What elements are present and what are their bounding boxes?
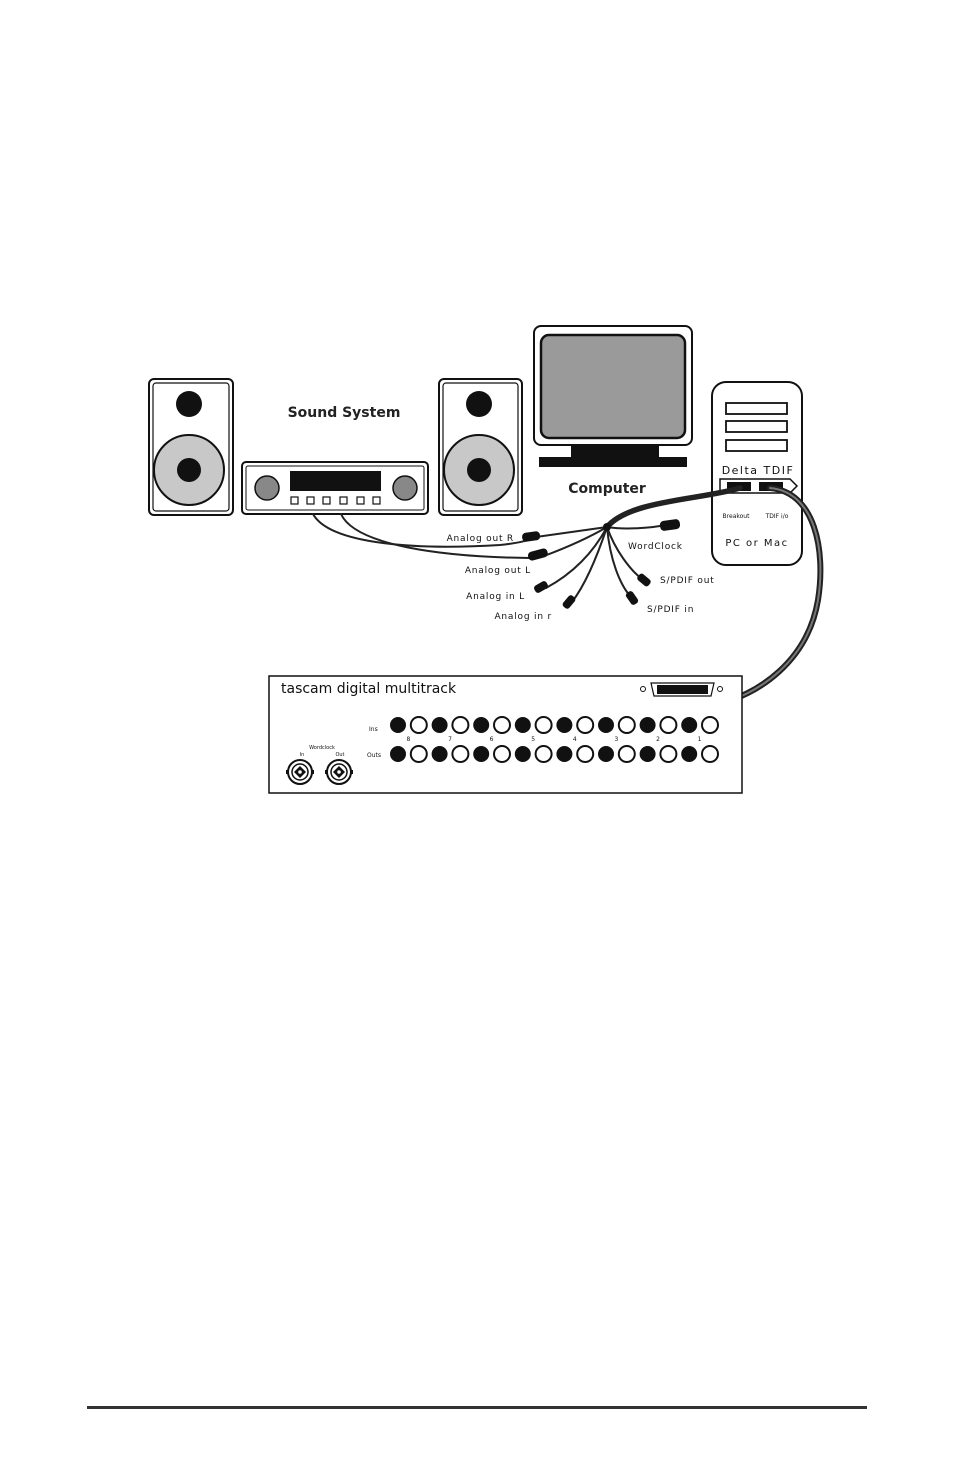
left-speaker — [149, 379, 233, 515]
ins-jack[interactable] — [516, 718, 530, 732]
ins-jack[interactable] — [702, 717, 718, 733]
breakout-hub — [603, 523, 611, 531]
tascam-wordclock-label: Wordclock — [309, 745, 335, 751]
spdif-out-label: S/PDIF out — [660, 576, 715, 586]
outs-jack[interactable] — [474, 747, 488, 761]
outs-jack[interactable] — [433, 747, 447, 761]
analog-in-l-plug — [533, 580, 549, 594]
channel-number: 2 — [656, 736, 660, 743]
outs-jack[interactable] — [536, 746, 552, 762]
ins-jack[interactable] — [433, 718, 447, 732]
channel-number: 1 — [698, 736, 702, 743]
ins-jack[interactable] — [619, 717, 635, 733]
outs-jack[interactable] — [641, 747, 655, 761]
wc-out-label: Out — [335, 752, 344, 758]
analog-in-r-plug — [561, 594, 576, 610]
receiver-left-knob — [255, 476, 279, 500]
channel-number: 6 — [490, 736, 494, 743]
outs-jack[interactable] — [452, 746, 468, 762]
breakout-label: Breakout — [723, 513, 751, 520]
wordclock-out-bnc — [325, 760, 353, 784]
connectors — [522, 519, 681, 610]
outs-jack[interactable] — [682, 747, 696, 761]
ins-label: Ins — [369, 726, 378, 733]
analog-out-r-label: Analog out R — [447, 534, 514, 544]
outs-label: Outs — [367, 752, 381, 759]
outs-jack[interactable] — [577, 746, 593, 762]
ins-jack[interactable] — [536, 717, 552, 733]
left-speaker-tweeter — [176, 391, 202, 417]
pc-or-mac-label: PC or Mac — [725, 538, 788, 549]
tdif-io-label: TDIF i/o — [765, 513, 789, 520]
outs-jack[interactable] — [494, 746, 510, 762]
ins-jack[interactable] — [452, 717, 468, 733]
outs-jack[interactable] — [391, 747, 405, 761]
tascam-multitrack: tascam digital multitrack Ins Outs 8 7 6 5 4… — [269, 676, 742, 793]
ins-jack[interactable] — [682, 718, 696, 732]
spdif-in-label: S/PDIF in — [647, 605, 694, 615]
outs-jack[interactable] — [619, 746, 635, 762]
spdif-out-plug — [636, 572, 652, 587]
computer-monitor — [534, 326, 692, 467]
ins-jack[interactable] — [641, 718, 655, 732]
ins-jack[interactable] — [577, 717, 593, 733]
ins-jack[interactable] — [660, 717, 676, 733]
ins-jack[interactable] — [391, 718, 405, 732]
wordclock-in-bnc — [286, 760, 314, 784]
ins-jack[interactable] — [494, 717, 510, 733]
sound-system-receiver — [242, 462, 428, 514]
monitor-screen — [541, 335, 685, 438]
outs-jack[interactable] — [411, 746, 427, 762]
outs-jack[interactable] — [660, 746, 676, 762]
right-speaker — [439, 379, 522, 515]
channel-number: 3 — [614, 736, 618, 743]
analog-in-r-label: Analog in r — [494, 612, 552, 622]
channel-number: 5 — [531, 736, 535, 743]
drive-bay-1 — [726, 403, 787, 414]
wc-in-label: In — [300, 752, 305, 758]
delta-tdif-label: Delta TDIF — [722, 464, 795, 477]
ins-jack[interactable] — [557, 718, 571, 732]
ins-jack[interactable] — [411, 717, 427, 733]
drive-bay-2 — [726, 421, 787, 432]
sound-system-label: Sound System — [288, 405, 401, 421]
analog-out-l-label: Analog out L — [465, 566, 531, 576]
outs-jack[interactable] — [599, 747, 613, 761]
ins-jack[interactable] — [474, 718, 488, 732]
tascam-title: tascam digital multitrack — [281, 681, 457, 697]
analog-in-l-label: Analog in L — [466, 592, 525, 602]
analog-out-r-plug — [522, 531, 541, 542]
drive-bay-3 — [726, 440, 787, 451]
receiver-display — [290, 471, 381, 491]
right-speaker-tweeter — [466, 391, 492, 417]
footer-rule — [87, 1406, 867, 1409]
outs-jack[interactable] — [702, 746, 718, 762]
channel-number: 8 — [406, 736, 410, 743]
analog-out-l-plug — [527, 548, 549, 562]
wordclock-label: WordClock — [628, 542, 683, 552]
monitor-base — [539, 457, 687, 467]
outs-jack[interactable] — [516, 747, 530, 761]
computer-label: Computer — [568, 481, 646, 497]
channel-number: 4 — [573, 736, 577, 743]
receiver-right-knob — [393, 476, 417, 500]
wordclock-plug — [659, 519, 680, 532]
outs-jack[interactable] — [557, 747, 571, 761]
ins-jack[interactable] — [599, 718, 613, 732]
channel-number: 7 — [448, 736, 452, 743]
